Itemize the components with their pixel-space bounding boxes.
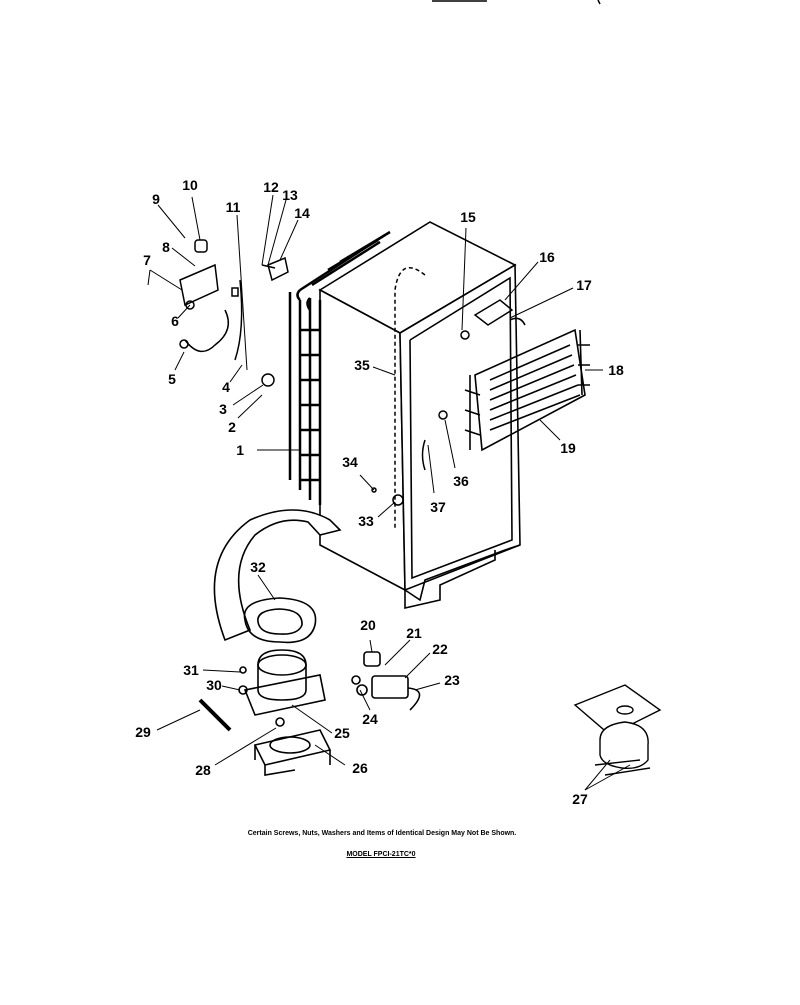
part-label-19: 19 <box>560 440 576 456</box>
condenser-coil <box>288 230 391 505</box>
refrigerator-cabinet <box>318 221 521 610</box>
part-label-2: 2 <box>228 419 236 435</box>
cabinet-hardware <box>371 299 526 506</box>
part-label-6: 6 <box>171 313 179 329</box>
part-label-37: 37 <box>430 499 446 515</box>
model-number: MODEL FPCI-21TC*0 <box>346 851 416 858</box>
part-label-10: 10 <box>182 177 198 193</box>
compressor-inset <box>573 684 662 776</box>
part-label-23: 23 <box>444 672 460 688</box>
part-label-24: 24 <box>362 711 378 727</box>
part-label-36: 36 <box>453 473 469 489</box>
part-label-16: 16 <box>539 249 555 265</box>
part-label-11: 11 <box>226 199 241 215</box>
part-label-8: 8 <box>162 239 170 255</box>
part-label-31: 31 <box>183 662 199 678</box>
part-label-33: 33 <box>358 513 374 529</box>
footnote: Certain Screws, Nuts, Washers and Items … <box>247 830 517 837</box>
part-label-21: 21 <box>406 625 422 641</box>
part-label-4: 4 <box>222 379 230 395</box>
part-label-26: 26 <box>352 760 368 776</box>
drain-tube <box>394 266 426 530</box>
part-label-5: 5 <box>168 371 176 387</box>
part-label-27: 27 <box>572 791 588 807</box>
part-label-17: 17 <box>576 277 592 293</box>
part-label-29: 29 <box>135 724 151 740</box>
part-label-9: 9 <box>152 191 160 207</box>
part-label-18: 18 <box>608 362 624 378</box>
part-label-13: 13 <box>282 187 298 203</box>
part-label-22: 22 <box>432 641 448 657</box>
compressor <box>243 649 332 776</box>
part-label-15: 15 <box>460 209 476 225</box>
part-label-28: 28 <box>195 762 211 778</box>
part-label-25: 25 <box>334 725 350 741</box>
part-label-1: 1 <box>236 442 244 458</box>
part-label-7: 7 <box>143 252 151 268</box>
condenser-panel <box>464 328 590 452</box>
part-label-35: 35 <box>354 357 370 373</box>
part-label-30: 30 <box>206 677 222 693</box>
part-label-14: 14 <box>294 205 310 221</box>
airflow-arrow <box>213 509 342 642</box>
electrical-parts <box>179 239 289 387</box>
part-labels: 1 2 3 4 5 6 7 8 9 10 11 12 13 14 15 16 1… <box>135 177 624 807</box>
top-edge-marks <box>432 0 601 5</box>
relay-parts <box>351 651 421 711</box>
part-label-12: 12 <box>263 179 279 195</box>
part-label-34: 34 <box>342 454 358 470</box>
grommet <box>243 597 317 644</box>
leader-lines <box>147 194 631 791</box>
part-label-20: 20 <box>360 617 376 633</box>
part-label-32: 32 <box>250 559 266 575</box>
part-label-3: 3 <box>219 401 227 417</box>
